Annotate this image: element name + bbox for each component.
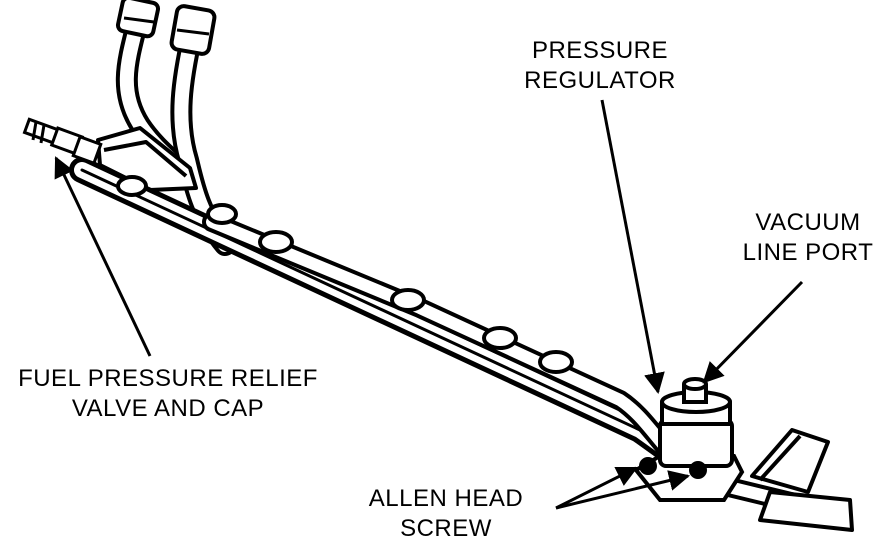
label-allen-head-screw-line1: ALLEN HEAD bbox=[368, 485, 524, 512]
label-vacuum-line-port: VACUUM LINE PORT bbox=[720, 208, 896, 268]
label-fuel-pressure-relief: FUEL PRESSURE RELIEF VALVE AND CAP bbox=[0, 364, 336, 424]
rail-bracket bbox=[96, 126, 198, 192]
pressure-regulator-body bbox=[632, 377, 745, 502]
injector-cups bbox=[116, 175, 574, 374]
label-vacuum-line-port-line1: VACUUM bbox=[755, 209, 861, 236]
label-allen-head-screw-line2: SCREW bbox=[400, 515, 492, 541]
return-fitting bbox=[750, 428, 854, 532]
relief-valve bbox=[22, 117, 103, 166]
fuel-line-fittings bbox=[115, 0, 217, 56]
leader-lines bbox=[54, 99, 804, 510]
label-fuel-pressure-relief-line2: VALVE AND CAP bbox=[71, 395, 265, 422]
label-fuel-pressure-relief-line1: FUEL PRESSURE RELIEF bbox=[18, 365, 318, 392]
label-pressure-regulator-line2: REGULATOR bbox=[524, 67, 676, 94]
label-pressure-regulator-line1: PRESSURE bbox=[531, 37, 669, 64]
label-allen-head-screw: ALLEN HEAD SCREW bbox=[346, 484, 546, 541]
label-vacuum-line-port-line2: LINE PORT bbox=[742, 239, 874, 266]
label-pressure-regulator: PRESSURE REGULATOR bbox=[500, 36, 700, 96]
